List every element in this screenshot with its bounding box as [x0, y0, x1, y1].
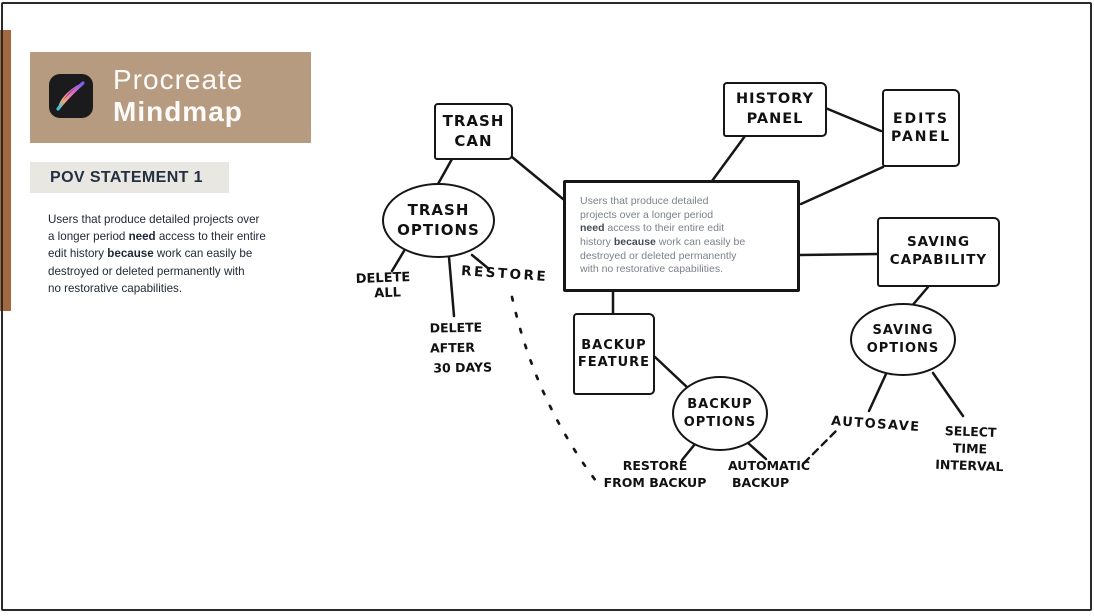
edge-savingoptions-selecttime: [931, 371, 965, 418]
node-saving-capability: SAVING CAPABILITY: [877, 217, 1000, 287]
edge-historypanel-statement: [710, 134, 747, 183]
edge-backupoptions-restorefrombackup: [680, 442, 697, 462]
pov-heading: POV STATEMENT 1: [30, 162, 229, 193]
edge-dashed-automaticbackup-autosave: [802, 429, 838, 465]
edge-trashoptions-deleteafter: [447, 255, 456, 318]
node-trash-options: TRASH OPTIONS: [382, 183, 495, 258]
label-select-time-interval: SELECT TIME INTERVAL: [935, 423, 1004, 475]
node-backup-feature: BACKUP FEATURE: [573, 313, 655, 395]
node-trash-can: TRASH CAN: [434, 103, 513, 160]
accent-bar: [0, 30, 11, 311]
node-history-panel: HISTORY PANEL: [723, 82, 827, 137]
edge-trashcan-trashoptions: [436, 157, 454, 186]
page-title: Procreate Mindmap: [113, 64, 243, 128]
edge-trashoptions-deleteall: [390, 249, 406, 273]
edge-trashoptions-restore: [470, 253, 491, 271]
edge-dotted-restore-restorefrombackup: [510, 295, 598, 483]
node-backup-options: BACKUP OPTIONS: [672, 376, 768, 451]
label-delete-after-30-days: DELETE AFTER 30 DAYS: [429, 319, 493, 376]
app-name: Procreate: [113, 64, 244, 95]
node-saving-options: SAVING OPTIONS: [850, 303, 956, 376]
app-subtitle: Mindmap: [113, 96, 243, 127]
edge-savingoptions-autosave: [867, 372, 888, 413]
label-restore-from-backup: RESTORE FROM BACKUP: [603, 458, 707, 490]
edge-trashcan-statement: [510, 155, 565, 201]
procreate-icon: [49, 74, 93, 118]
node-edits-panel: EDITS PANEL: [882, 89, 960, 167]
pov-paragraph: Users that produce detailed projects ove…: [48, 213, 266, 295]
node-pov-statement: Users that produce detailed projects ove…: [563, 180, 800, 292]
edge-backupfeature-backupoptions: [653, 355, 691, 391]
edge-historypanel-editspanel: [821, 105, 883, 133]
edge-editspanel-statement: [799, 165, 885, 206]
edge-backupoptions-automaticbackup: [746, 441, 768, 461]
label-delete-all: DELETE ALL: [355, 270, 411, 302]
header-band: Procreate Mindmap: [30, 52, 311, 143]
edge-statement-savingcapability: [798, 252, 880, 257]
label-automatic-backup: AUTOMATIC BACKUP: [728, 458, 811, 490]
